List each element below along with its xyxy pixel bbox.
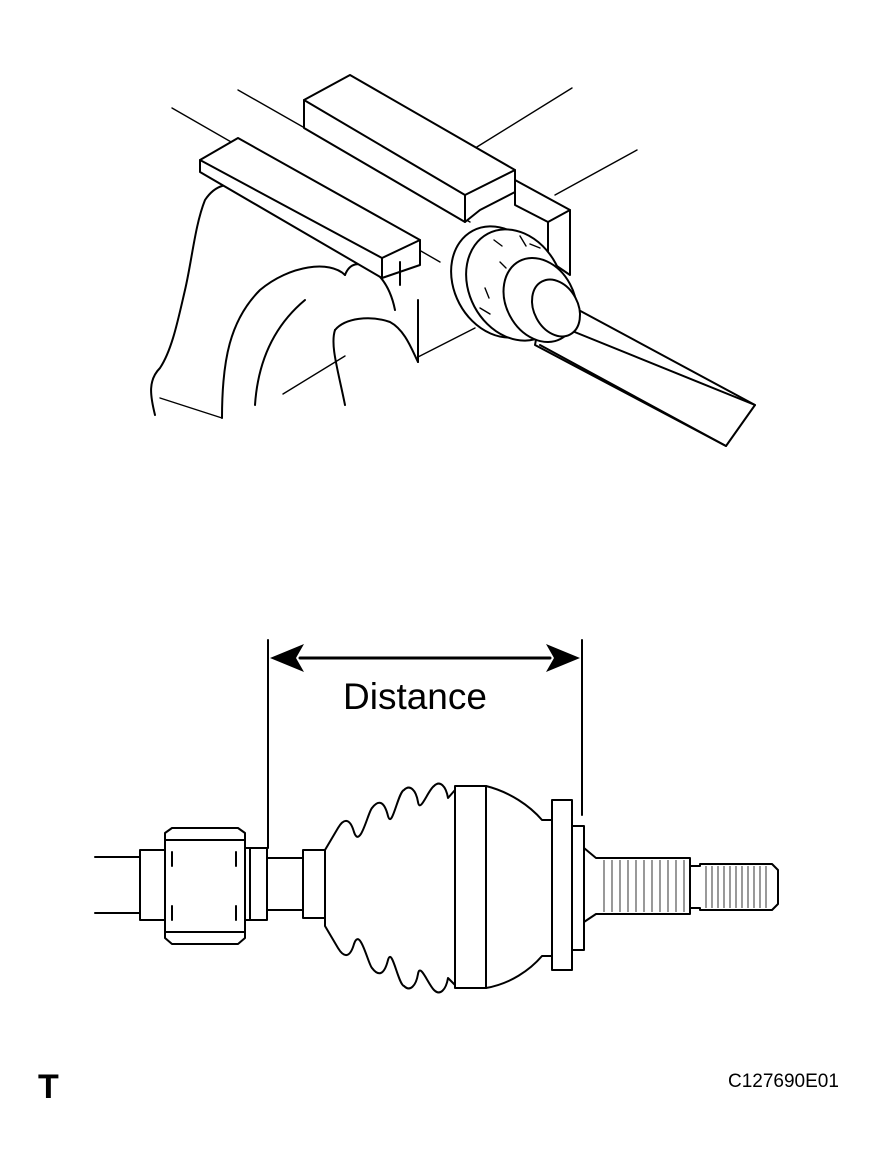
shaft-collar: [139, 849, 166, 921]
figure-mark: T: [38, 1068, 59, 1106]
vise-edge-line: [471, 87, 573, 151]
front-vise-jaw: [199, 137, 421, 279]
spline-hatching: [603, 860, 685, 912]
outer-flange: [551, 799, 573, 971]
splined-stub-shaft: [583, 847, 691, 923]
arrowhead-right-icon: [546, 644, 580, 672]
outer-flange-ring: [571, 825, 585, 951]
vise-edge-line: [417, 327, 476, 358]
thread-hatching: [705, 866, 767, 908]
vise-edge-line: [554, 149, 638, 196]
outer-joint-housing: [454, 785, 553, 989]
cv-boot-bellows: [324, 782, 456, 994]
vise-edge-line: [282, 355, 346, 395]
arrowhead-left-icon: [270, 644, 304, 672]
threaded-end: [689, 863, 779, 911]
vise-body: [150, 183, 246, 416]
boot-band-inner: [244, 847, 268, 921]
distance-dimension-arrow: [270, 644, 580, 672]
joint-boot-band: [450, 225, 581, 344]
rear-vise-jaw: [303, 74, 516, 223]
figure-code: C127690E01: [728, 1071, 839, 1092]
vise-edge-line: [159, 397, 223, 419]
shaft-neck: [266, 857, 304, 911]
distance-label: Distance: [343, 676, 487, 717]
inner-joint-housing: [164, 827, 246, 945]
boot-band-small: [302, 849, 326, 919]
